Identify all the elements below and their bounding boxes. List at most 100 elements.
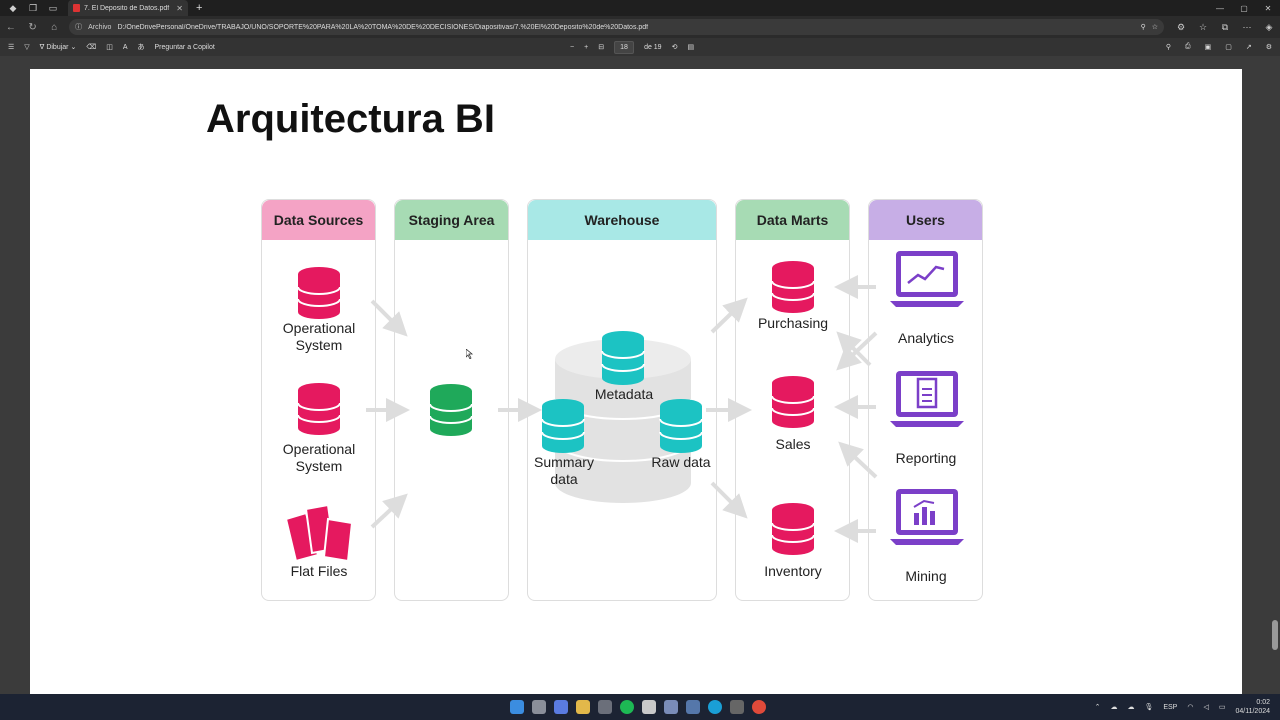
copilot-app-icon[interactable] (554, 700, 568, 714)
analytics-laptop-icon (890, 251, 964, 307)
column-header-data-marts: Data Marts (736, 200, 849, 240)
label-line: System (295, 337, 343, 353)
view-icon[interactable]: ◫ (106, 44, 113, 51)
edge-icon[interactable] (708, 700, 722, 714)
tab-close-icon[interactable]: ✕ (176, 3, 183, 13)
more-icon[interactable]: ⋯ (1242, 21, 1252, 32)
close-window-button[interactable]: ✕ (1264, 3, 1272, 13)
battery-icon[interactable]: ▭ (1218, 704, 1226, 711)
database-icon (297, 383, 341, 435)
zoom-in-button[interactable]: + (584, 43, 589, 51)
volume-icon[interactable]: ◁ (1203, 704, 1209, 711)
url-text[interactable]: D:/OneDrivePersonal/OneDrive/TRABAJO/UNO… (117, 23, 649, 31)
read-aloud-icon[interactable]: A (122, 43, 128, 51)
tray-chevron-icon[interactable]: ⌃ (1094, 704, 1101, 711)
search-icon[interactable]: ⚲ (1165, 44, 1171, 51)
zoom-out-button[interactable]: − (570, 43, 575, 51)
zoom-icon[interactable]: ⚲ (1140, 24, 1146, 31)
copilot-button[interactable]: Preguntar a Copilot (154, 43, 215, 51)
copilot-icon[interactable]: ◈ (1265, 21, 1273, 32)
page-view-icon[interactable]: ▤ (687, 44, 695, 51)
label-reporting: Reporting (895, 450, 957, 466)
new-tab-button[interactable]: + (196, 2, 203, 14)
settings-icon[interactable]: ⚙ (1265, 44, 1272, 51)
metadata-database-icon (601, 331, 645, 385)
reporting-laptop-icon (890, 371, 964, 427)
label-mining: Mining (905, 568, 947, 584)
address-chip: Archivo (88, 23, 112, 31)
summary-database-icon (541, 399, 585, 453)
info-icon[interactable]: ⓘ (75, 24, 83, 31)
onedrive-icon[interactable]: ☁ (1110, 704, 1118, 711)
favorite-star-icon[interactable]: ☆ (1151, 24, 1159, 31)
app-icon[interactable] (664, 700, 678, 714)
mic-icon[interactable]: 🎙 (1144, 704, 1154, 711)
inventory-database-icon (771, 503, 815, 555)
address-bar[interactable]: ⓘ Archivo D:/OneDrivePersonal/OneDrive/T… (69, 19, 1165, 35)
maximize-button[interactable]: ▢ (1240, 3, 1248, 13)
clock[interactable]: 0:02 04/11/2024 (1235, 698, 1270, 716)
home-button[interactable]: ⌂ (51, 21, 58, 33)
contents-icon[interactable]: ☰ (8, 44, 15, 51)
cloud-icon[interactable]: ☁ (1127, 704, 1135, 711)
mining-laptop-icon (890, 489, 964, 545)
collections-icon[interactable]: ⧉ (1221, 21, 1229, 32)
store-icon[interactable] (598, 700, 612, 714)
app-icon[interactable] (642, 700, 656, 714)
label-analytics: Analytics (897, 330, 955, 346)
browser-logo-icon[interactable]: ◆ (9, 2, 17, 13)
workspaces-icon[interactable]: ❐ (28, 2, 38, 13)
database-icon (297, 267, 341, 319)
extensions-icon[interactable]: ⚙ (1176, 21, 1186, 32)
tab-active[interactable]: 7. El Deposito de Datos.pdf ✕ (68, 0, 188, 16)
label-line: Summary (534, 454, 594, 470)
column-header-staging-area: Staging Area (395, 200, 508, 240)
page-number-input[interactable]: 18 (614, 40, 635, 54)
column-header-data-sources: Data Sources (262, 200, 375, 240)
highlight-icon[interactable]: ▽ (24, 44, 30, 51)
scrollbar-thumb[interactable] (1272, 620, 1278, 650)
slide-title: Arquitectura BI (206, 97, 495, 141)
back-button[interactable]: ← (5, 21, 16, 33)
spotify-icon[interactable] (620, 700, 634, 714)
snipping-tool-icon[interactable] (686, 700, 700, 714)
arrow-warehouse-purchasing (710, 297, 748, 334)
translate-icon[interactable]: あ (137, 44, 145, 51)
save-as-icon[interactable]: ▢ (1225, 44, 1232, 51)
label-raw-data: Raw data (651, 454, 711, 470)
label-line: System (295, 458, 343, 474)
rotate-icon[interactable]: ⟲ (671, 44, 678, 51)
arrow-reporting-purchasing (836, 331, 872, 367)
language-indicator[interactable]: ESP (1163, 703, 1178, 711)
eraser-icon[interactable]: ⌫ (86, 44, 97, 51)
start-icon[interactable] (510, 700, 524, 714)
arrow-mining-sales (838, 441, 878, 479)
fit-page-icon[interactable]: ⊟ (598, 44, 605, 51)
draw-button[interactable]: ∇ Dibujar ⌄ (39, 44, 77, 51)
wifi-icon[interactable]: ◠ (1187, 704, 1194, 711)
column-header-users: Users (869, 200, 982, 240)
label-purchasing: Purchasing (757, 315, 829, 331)
label-operational-system-2: Operational System (270, 441, 368, 475)
file-explorer-icon[interactable] (576, 700, 590, 714)
label-line: data (550, 471, 578, 487)
minimize-button[interactable]: — (1216, 3, 1224, 13)
save-icon[interactable]: ▣ (1204, 44, 1212, 51)
app-icon[interactable] (730, 700, 744, 714)
document-viewer[interactable]: Arquitectura BI Data Sources Staging Are… (0, 56, 1280, 694)
label-metadata: Metadata (594, 386, 654, 402)
print-icon[interactable]: ⎙ (1184, 43, 1191, 50)
chrome-icon[interactable] (752, 700, 766, 714)
arrow-analytics-sales (836, 331, 878, 371)
pdf-toolbar: ☰ ▽ ∇ Dibujar ⌄ ⌫ ◫ A あ Preguntar a Copi… (0, 38, 1280, 56)
open-external-icon[interactable]: ↗ (1245, 44, 1252, 51)
refresh-button[interactable]: ↻ (28, 21, 37, 33)
tab-actions-icon[interactable]: ▭ (48, 2, 58, 13)
staging-database-icon (429, 384, 473, 436)
favorites-icon[interactable]: ☆ (1198, 21, 1208, 32)
purchasing-database-icon (771, 261, 815, 313)
task-view-icon[interactable] (532, 700, 546, 714)
arrow-flat-staging (370, 493, 408, 529)
sales-database-icon (771, 376, 815, 428)
clock-date: 04/11/2024 (1235, 708, 1270, 715)
